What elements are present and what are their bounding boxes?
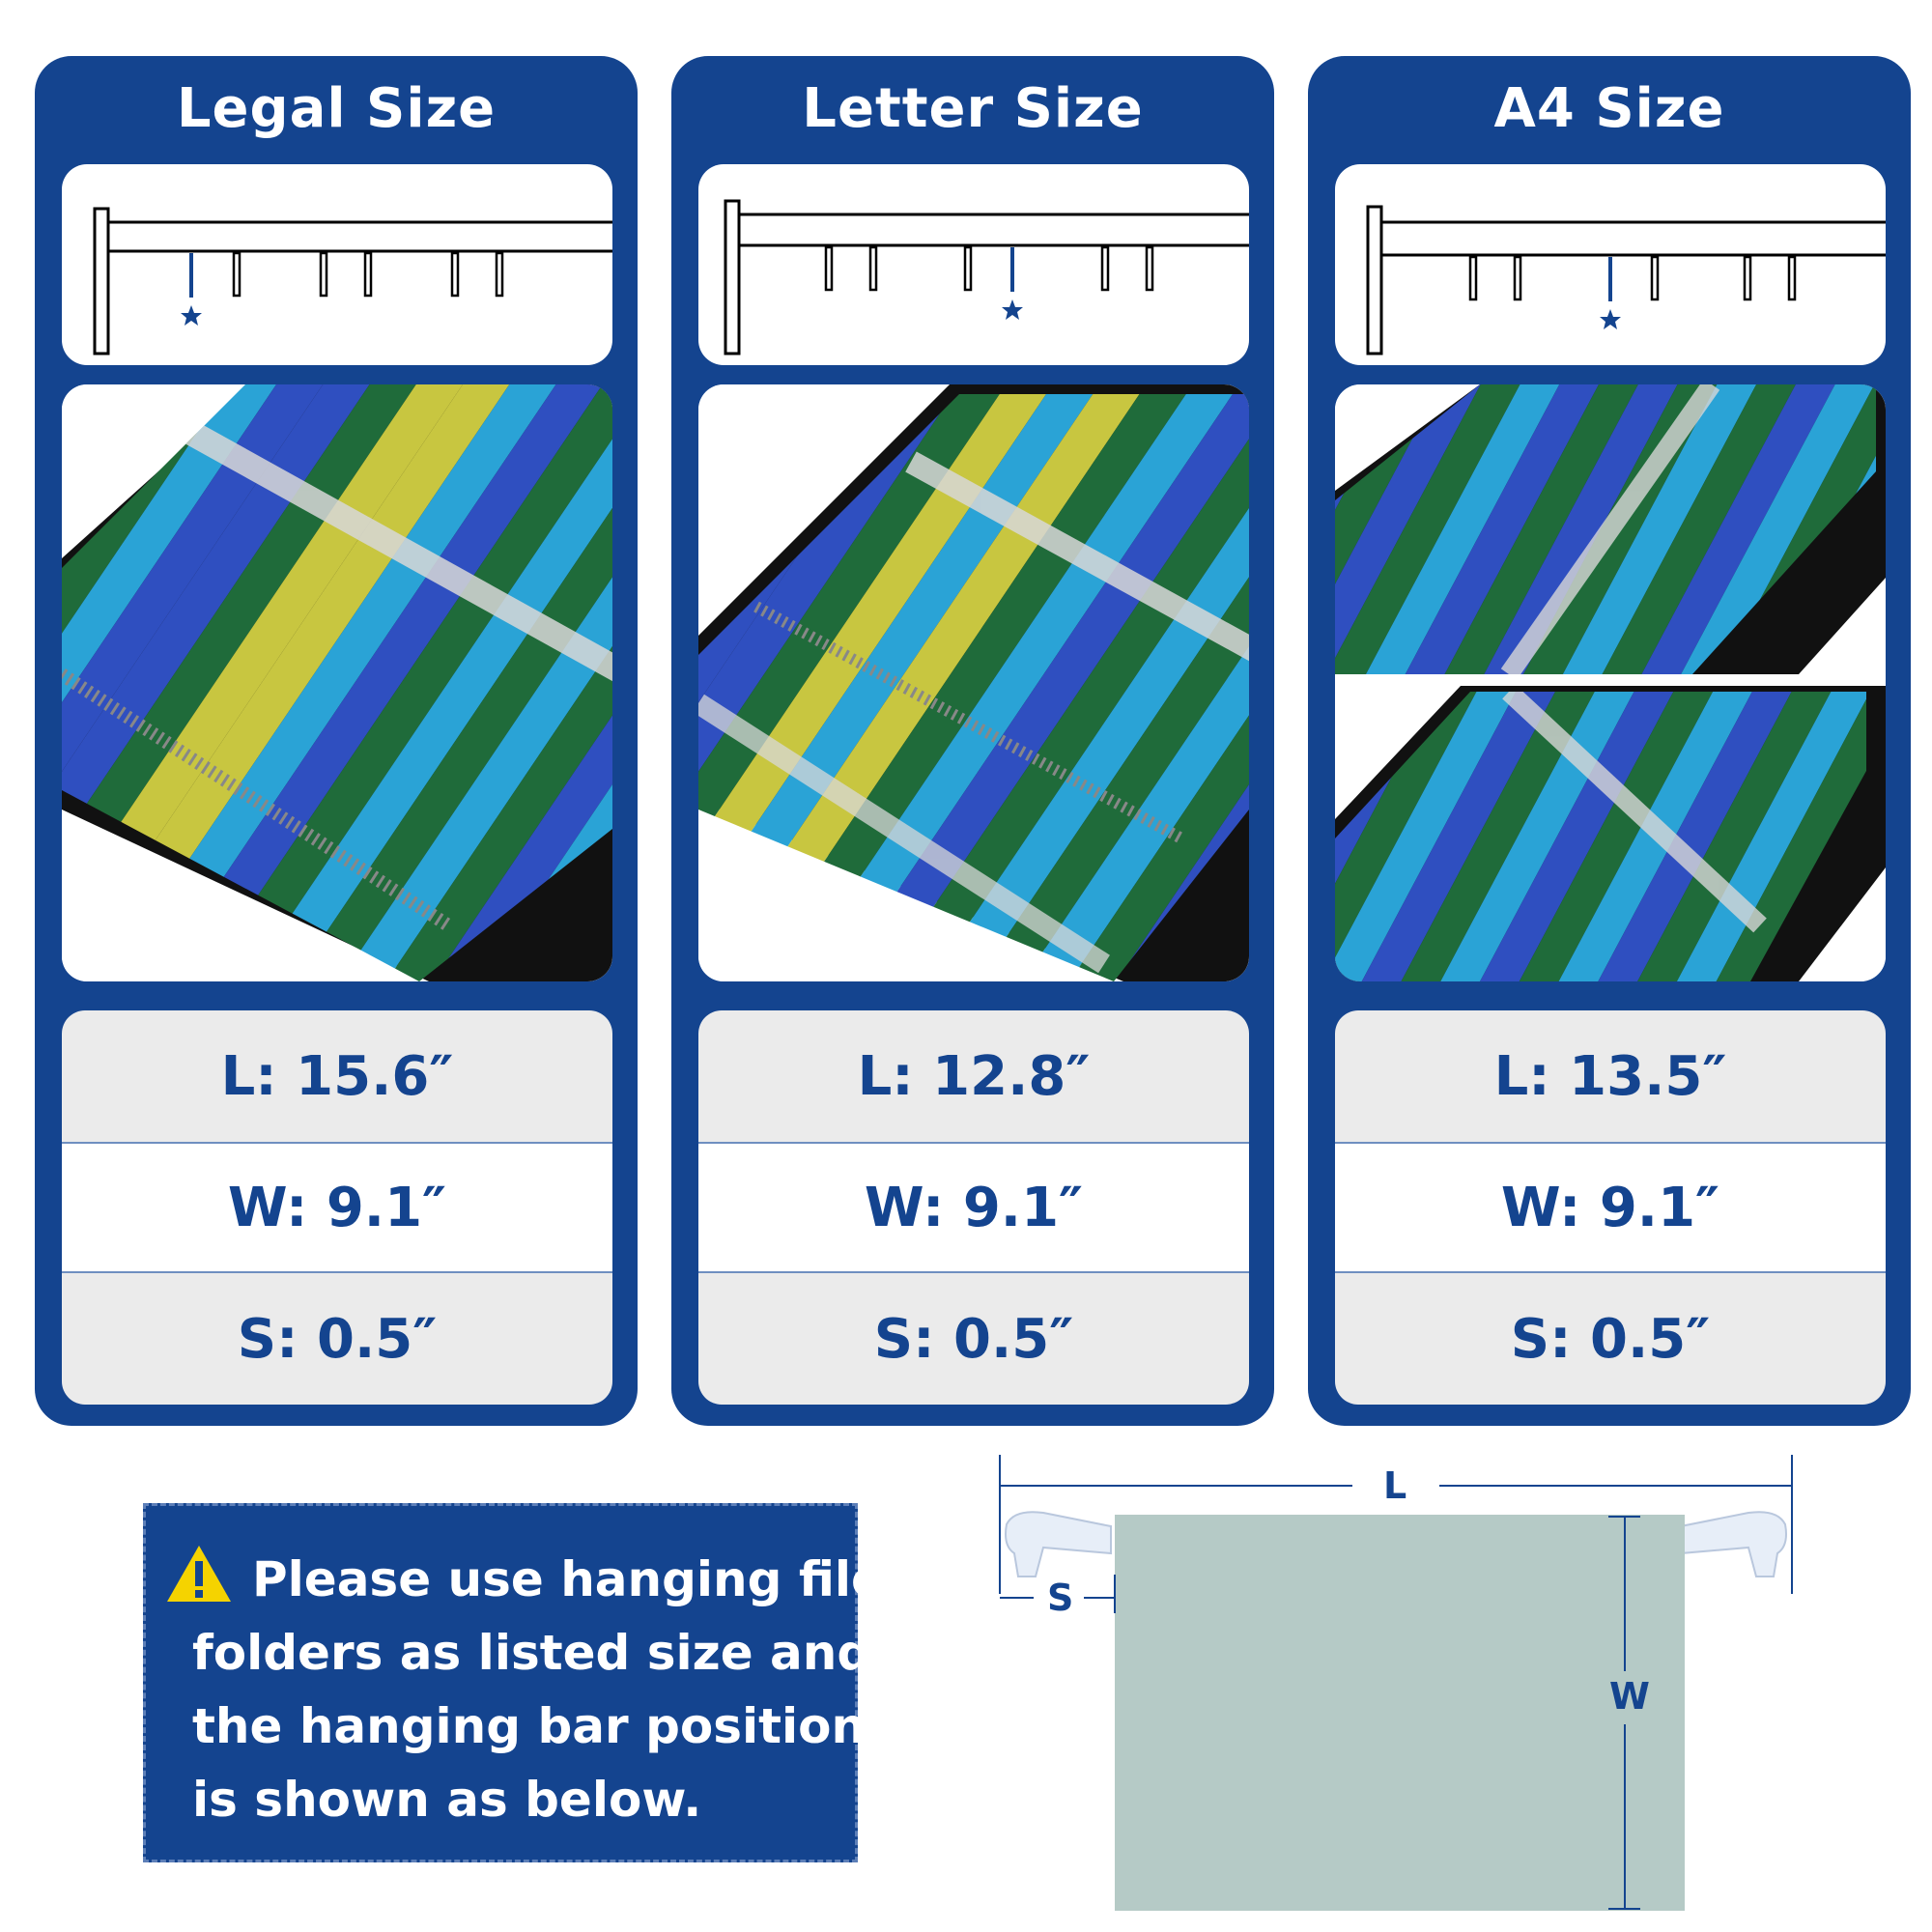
drawer-photo — [1335, 384, 1886, 981]
star-icon — [181, 305, 202, 326]
panel-title: A4 Size — [1493, 77, 1725, 140]
folder-dimension-diagram: L S W — [985, 1439, 1816, 1913]
notice-line-3: the hanging bar position — [192, 1698, 867, 1754]
file-folders-image — [62, 384, 612, 981]
spec-width: W: 9.1″ — [62, 1142, 612, 1273]
panel-letter-size: Letter Size — [671, 56, 1274, 1426]
notice-line-4: is shown as below. — [192, 1772, 702, 1828]
panel-a4-size: A4 Size — [1308, 56, 1911, 1426]
width-label: W — [1609, 1675, 1650, 1718]
spec-length: L: 15.6″ — [220, 1044, 454, 1108]
length-label: L — [1383, 1464, 1407, 1507]
spec-spacing: S: 0.5″ — [1510, 1307, 1711, 1371]
hanging-folder-illustration — [999, 1455, 1793, 1911]
notice-box: Please use hanging file folders as liste… — [143, 1503, 884, 1862]
drawer-photo — [698, 384, 1249, 981]
panel-legal-size: Legal Size — [35, 56, 638, 1426]
hanging-bar-diagram — [698, 164, 1249, 365]
star-icon — [1600, 309, 1621, 329]
spec-width: W: 9.1″ — [1335, 1142, 1886, 1273]
rail-illustration — [724, 199, 1249, 355]
rail-illustration — [93, 207, 612, 355]
star-icon — [1002, 299, 1023, 320]
file-folders-image — [1335, 384, 1886, 981]
rail-illustration — [1366, 205, 1886, 355]
spec-length: L: 13.5″ — [1493, 1044, 1727, 1108]
hanging-bar-diagram — [62, 164, 612, 365]
spec-width: W: 9.1″ — [698, 1142, 1249, 1273]
panel-title: Letter Size — [802, 77, 1144, 140]
file-folders-image — [698, 384, 1249, 981]
specs-table: L: 15.6″ W: 9.1″ S: 0.5″ — [62, 1010, 612, 1405]
warning-icon — [167, 1546, 231, 1602]
specs-table: L: 12.8″ W: 9.1″ S: 0.5″ — [698, 1010, 1249, 1405]
specs-table: L: 13.5″ W: 9.1″ S: 0.5″ — [1335, 1010, 1886, 1405]
notice-line-2: folders as listed size and — [192, 1625, 872, 1681]
spacing-label: S — [1047, 1577, 1074, 1619]
spec-spacing: S: 0.5″ — [873, 1307, 1074, 1371]
drawer-photo — [62, 384, 612, 981]
spec-spacing: S: 0.5″ — [237, 1307, 438, 1371]
hanging-bar-diagram — [1335, 164, 1886, 365]
notice-line-1: Please use hanging file — [252, 1551, 884, 1607]
spec-length: L: 12.8″ — [857, 1044, 1091, 1108]
panel-title: Legal Size — [176, 77, 497, 140]
